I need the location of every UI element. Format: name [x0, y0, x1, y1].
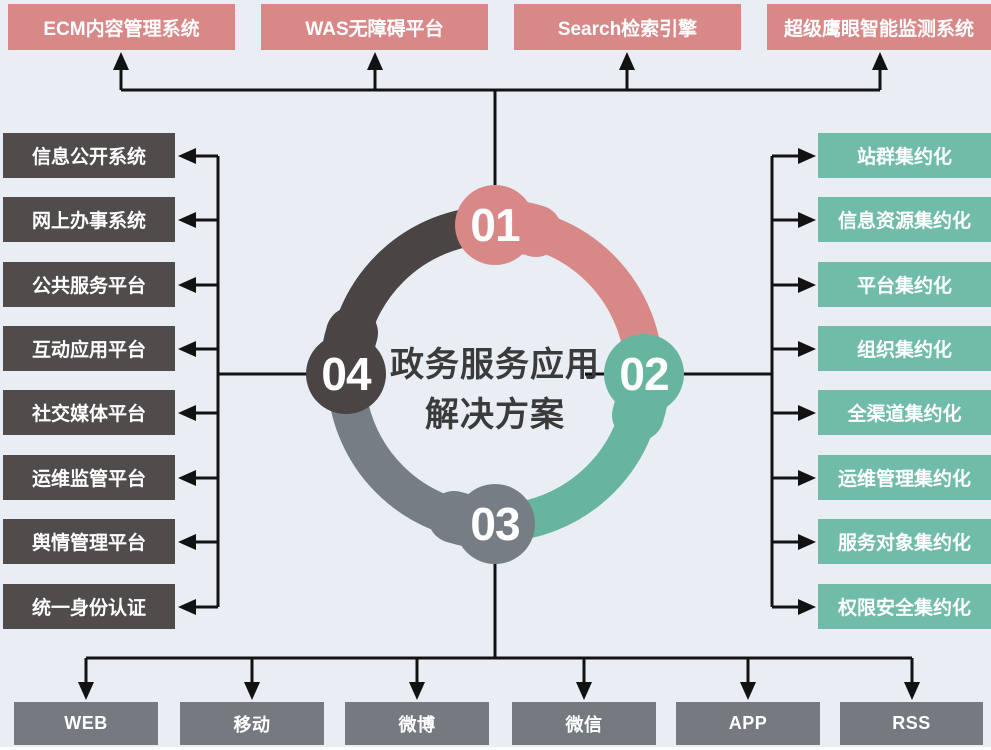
- right-feature-box: 组织集约化: [818, 326, 991, 371]
- right-feature-label: 信息资源集约化: [837, 211, 971, 232]
- right-feature-box: 站群集约化: [818, 133, 991, 178]
- bottom-channel-label: WEB: [64, 713, 108, 733]
- left-system-label: 舆情管理平台: [31, 533, 146, 554]
- ring-node-03-label: 03: [470, 498, 520, 550]
- left-system-label: 统一身份认证: [31, 598, 146, 619]
- right-feature-box: 全渠道集约化: [818, 390, 991, 435]
- bottom-channel-box: WEB: [14, 702, 158, 745]
- right-feature-label: 全渠道集约化: [847, 404, 962, 425]
- top-system-label: Search检索引擎: [557, 18, 698, 40]
- top-system-box: 超级鹰眼智能监测系统: [767, 4, 991, 50]
- bottom-channel-label: 微信: [565, 714, 603, 735]
- top-system-label: 超级鹰眼智能监测系统: [783, 18, 974, 40]
- right-feature-label: 组织集约化: [856, 340, 952, 361]
- ring-node-01-circle: [455, 185, 535, 265]
- bottom-channel-box: 微信: [512, 702, 656, 745]
- left-system-label: 网上办事系统: [31, 211, 146, 232]
- bottom-channel-label: APP: [728, 713, 768, 733]
- ring-node-02-label: 02: [619, 348, 669, 400]
- left-system-box: 公共服务平台: [3, 262, 175, 307]
- bottom-channel-label: 移动: [233, 714, 271, 735]
- bottom-channel-label: 微博: [398, 714, 436, 735]
- ring-node-03-circle: [455, 484, 535, 564]
- ring-node-04-circle: [306, 334, 386, 414]
- ring-node-02-circle: [604, 334, 684, 414]
- diagram-title: 政务服务应用 解决方案: [345, 340, 645, 440]
- right-feature-box: 信息资源集约化: [818, 197, 991, 242]
- left-system-box: 舆情管理平台: [3, 519, 175, 564]
- left-system-box: 网上办事系统: [3, 197, 175, 242]
- right-feature-label: 平台集约化: [856, 276, 952, 297]
- right-feature-box: 运维管理集约化: [818, 455, 991, 500]
- bottom-channel-box: 移动: [180, 702, 324, 745]
- top-system-label: ECM内容管理系统: [43, 18, 200, 40]
- top-system-box: WAS无障碍平台: [261, 4, 488, 50]
- ring-node-01-label: 01: [470, 199, 520, 251]
- bottom-channel-box: RSS: [840, 702, 983, 745]
- bottom-channel-box: 微博: [345, 702, 489, 745]
- bottom-channel-box: APP: [676, 702, 820, 745]
- left-system-box: 信息公开系统: [3, 133, 175, 178]
- ring-node-04-label: 04: [321, 348, 371, 400]
- left-system-label: 运维监管平台: [31, 469, 146, 490]
- top-system-box: ECM内容管理系统: [8, 4, 235, 50]
- bottom-channel-label: RSS: [892, 713, 931, 733]
- right-feature-label: 权限安全集约化: [837, 598, 971, 619]
- left-system-box: 社交媒体平台: [3, 390, 175, 435]
- left-system-label: 信息公开系统: [31, 147, 146, 168]
- diagram-title-line1: 政务服务应用: [390, 346, 600, 384]
- right-feature-label: 站群集约化: [856, 147, 952, 168]
- right-feature-box: 服务对象集约化: [818, 519, 991, 564]
- left-system-label: 公共服务平台: [31, 276, 146, 297]
- left-system-label: 互动应用平台: [31, 340, 146, 361]
- top-system-label: WAS无障碍平台: [305, 18, 444, 40]
- diagram-title-line2: 解决方案: [425, 396, 565, 434]
- left-system-box: 统一身份认证: [3, 584, 175, 629]
- right-feature-label: 运维管理集约化: [837, 469, 971, 490]
- left-system-label: 社交媒体平台: [31, 404, 146, 425]
- right-feature-box: 权限安全集约化: [818, 584, 991, 629]
- right-feature-label: 服务对象集约化: [837, 533, 971, 554]
- top-system-box: Search检索引擎: [514, 4, 741, 50]
- right-feature-box: 平台集约化: [818, 262, 991, 307]
- left-system-box: 运维监管平台: [3, 455, 175, 500]
- left-system-box: 互动应用平台: [3, 326, 175, 371]
